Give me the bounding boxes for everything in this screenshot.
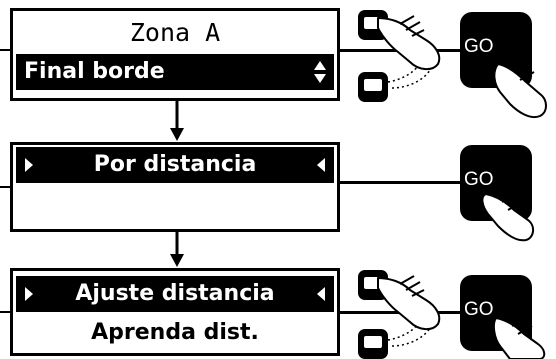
pointing-hand-icon: [377, 275, 441, 330]
display-screen-3: Ajuste distancia Aprenda dist.: [10, 268, 340, 356]
zone-title: Zona A: [129, 18, 221, 47]
go-button[interactable]: GO: [460, 145, 532, 221]
selection-right-triangle-icon: [25, 158, 33, 172]
left-connector-tick: [0, 186, 10, 188]
display-screen-2: Por distancia: [10, 142, 340, 232]
left-connector-tick: [0, 49, 10, 51]
menu-item-selected: Por distancia: [16, 147, 334, 183]
connector-line-2: [340, 181, 460, 184]
menu-item-label: Final borde: [24, 59, 165, 84]
menu-item-selected: Final borde: [16, 54, 334, 90]
down-key-icon[interactable]: [358, 72, 388, 102]
display-screen-1: Zona A Final borde: [10, 8, 340, 101]
selection-left-triangle-icon: [317, 287, 325, 301]
left-connector-tick: [0, 311, 10, 313]
up-down-arrows-icon: [314, 61, 326, 83]
second-line-label: Aprenda dist.: [91, 320, 259, 345]
down-key-icon[interactable]: [358, 329, 388, 359]
menu-item-label: Por distancia: [93, 152, 257, 177]
pointing-hand-icon: [377, 15, 441, 70]
pointing-hand-icon: [481, 193, 534, 242]
menu-item-selected: Ajuste distancia: [16, 276, 334, 312]
pointing-hand-icon: [493, 63, 547, 118]
menu-item-label: Ajuste distancia: [75, 281, 275, 306]
selection-right-triangle-icon: [25, 287, 33, 301]
pointing-hand-icon: [492, 317, 546, 359]
selection-left-triangle-icon: [317, 158, 325, 172]
